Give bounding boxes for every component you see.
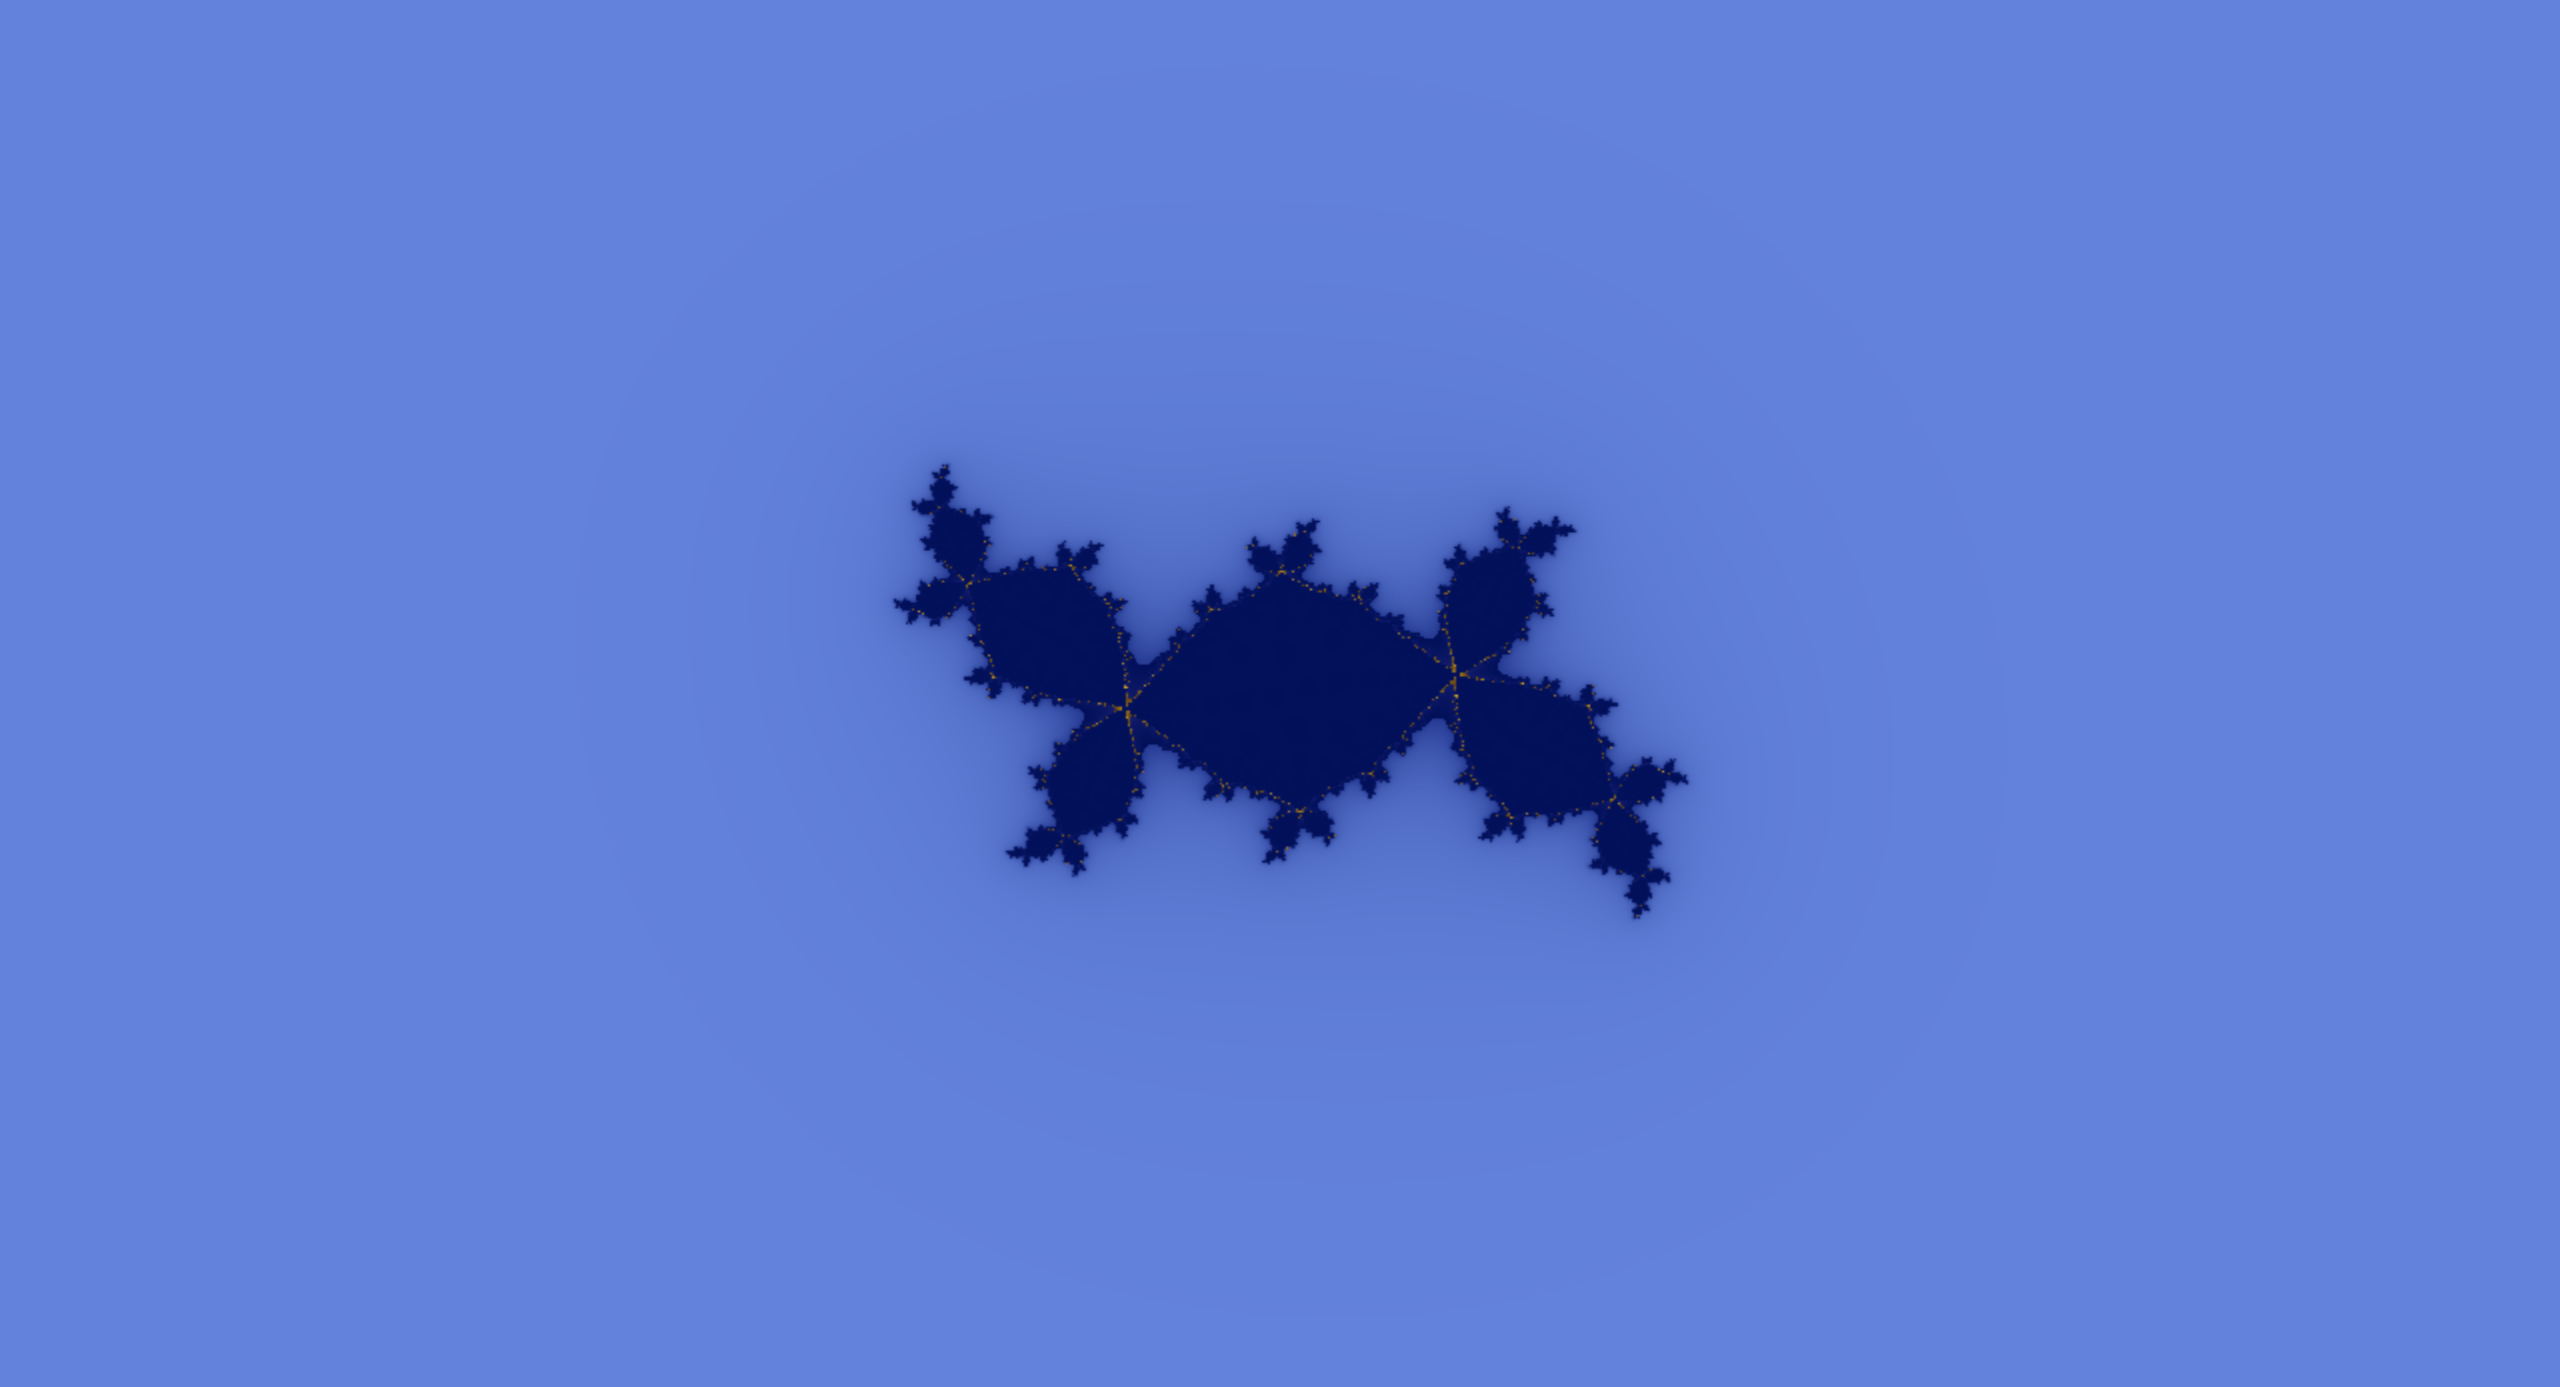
julia-fractal-image[interactable] — [0, 0, 2560, 1387]
fractal-viewport[interactable] — [0, 0, 2560, 1387]
